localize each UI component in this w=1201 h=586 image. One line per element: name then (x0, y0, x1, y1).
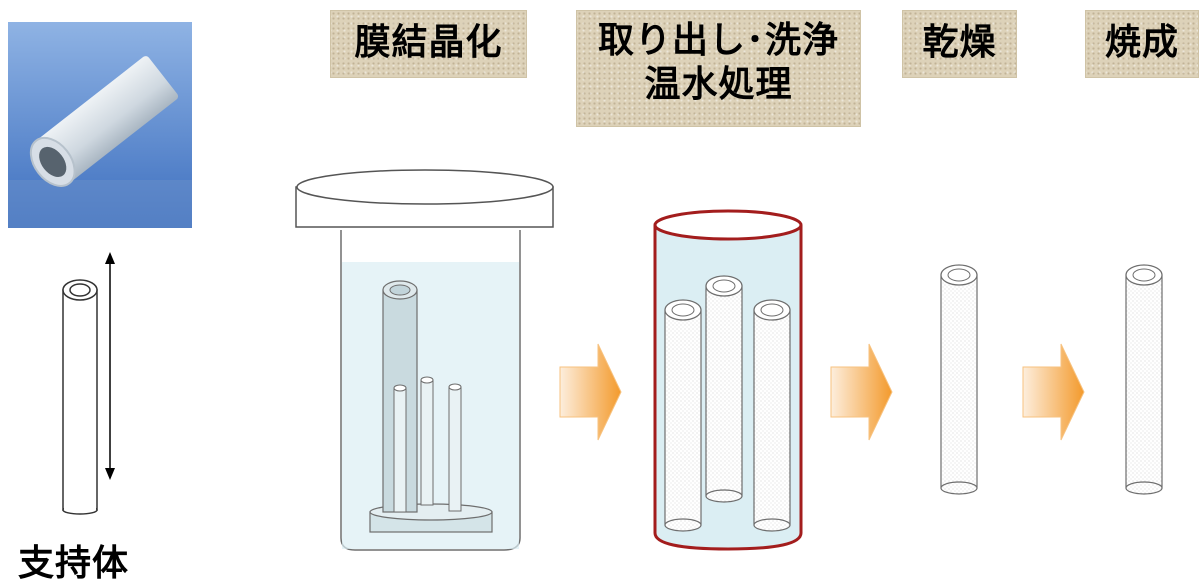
length-arrow (105, 252, 115, 480)
support-tube (62, 279, 98, 515)
process-arrow-1 (559, 343, 622, 441)
step-label-calcination: 焼成 (1085, 10, 1199, 78)
autoclave (295, 169, 554, 551)
wash-tube-left (664, 299, 702, 532)
step-label-drying: 乾燥 (902, 10, 1017, 78)
step-label-text: 膜結晶化 (354, 22, 503, 63)
process-arrow-2 (830, 343, 893, 441)
support-photo (8, 22, 192, 228)
step-label-washing: 取り出し･洗浄 温水処理 (576, 10, 861, 127)
step-label-text: 乾燥 (922, 22, 997, 63)
step-label-text: 焼成 (1104, 22, 1179, 63)
wash-container (653, 209, 803, 551)
wash-tube-right (753, 299, 791, 532)
step-label-crystallization: 膜結晶化 (330, 10, 527, 78)
step-label-text: 温水処理 (644, 64, 793, 105)
calcined-tube (1125, 264, 1163, 495)
wash-tube-center (705, 275, 743, 503)
step-label-text: 取り出し･洗浄 (597, 20, 839, 61)
process-arrow-3 (1022, 343, 1085, 441)
support-label: 支持体 (18, 543, 130, 584)
dried-tube (940, 264, 978, 495)
